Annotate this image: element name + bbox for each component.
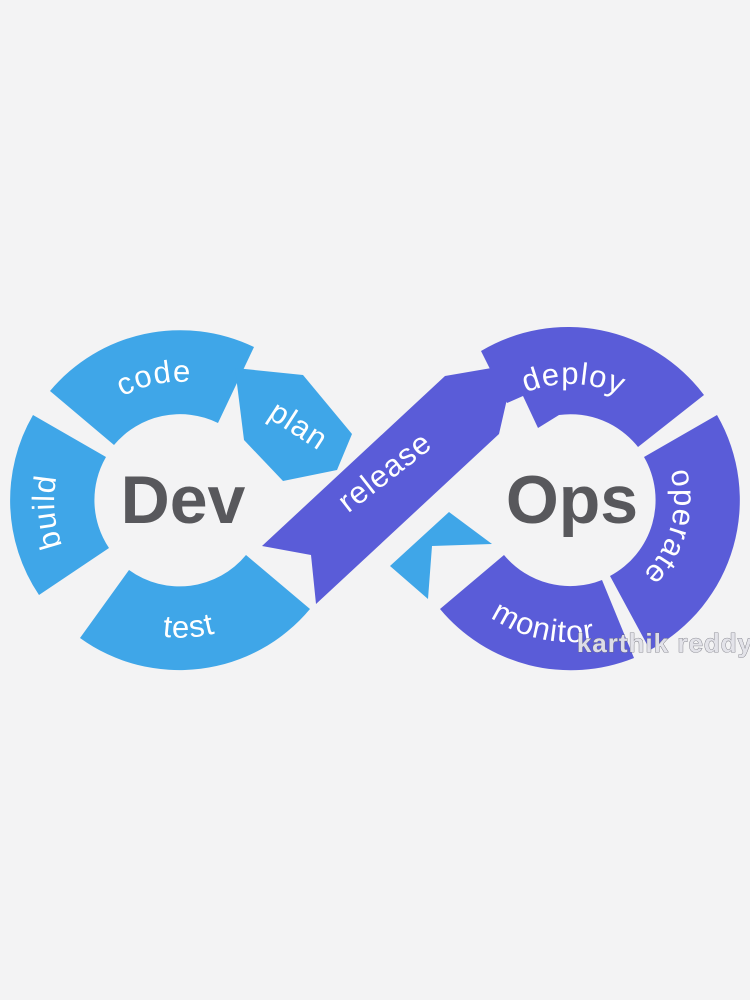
ops-segment-monitor xyxy=(440,555,634,671)
ops-segment-operate xyxy=(610,415,740,650)
dev-segment-plan-arrow xyxy=(235,368,352,481)
dev-label-test-text: test xyxy=(162,606,217,645)
dev-crossover-chevron xyxy=(390,512,492,599)
dev-segment-test xyxy=(80,555,310,671)
ops-loop: Ops deploy operate monitor release xyxy=(262,327,740,671)
watermark-text: karthik reddy xyxy=(577,628,750,658)
dev-segment-code xyxy=(50,330,254,445)
ops-segment-deploy xyxy=(481,327,704,447)
dev-segment-build xyxy=(10,415,109,595)
ops-center-label: Ops xyxy=(506,462,638,538)
dev-center-label: Dev xyxy=(121,462,246,538)
dev-label-test: test xyxy=(162,606,218,645)
release-arrow xyxy=(262,364,515,604)
dev-loop: Dev code build test plan xyxy=(10,330,492,671)
